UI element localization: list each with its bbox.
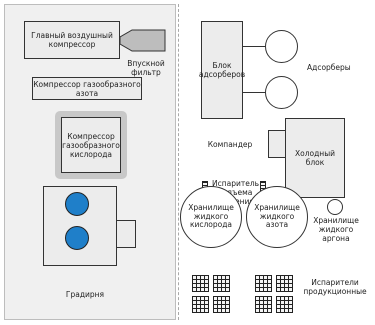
- liquid-argon-storage-tank: [327, 199, 343, 215]
- vaporizer-icon: [213, 296, 230, 313]
- vaporizer-icon: [255, 275, 272, 292]
- adsorber-vessel-1: [265, 30, 298, 63]
- vaporizer-icon: [276, 275, 293, 292]
- nitrogen-compressor-label: Компрессор газообразного азота: [33, 79, 141, 98]
- main-air-compressor-label: Главный воздушный компрессор: [31, 31, 113, 49]
- cooling-tower-annex: [116, 220, 136, 248]
- vaporizer-icon: [255, 296, 272, 313]
- adsorber-connector: [242, 92, 266, 93]
- nitrogen-compressor: Компрессор газообразного азота: [32, 77, 142, 100]
- compander-unit: [268, 130, 286, 158]
- vaporizer-icon: [192, 296, 209, 313]
- cold-box: Холодный блок: [285, 118, 345, 198]
- liquid-argon-storage-label: Хранилище жидкого аргона: [313, 216, 359, 243]
- area-divider: [178, 4, 179, 320]
- adsorber-connector: [242, 46, 266, 47]
- adsorber-block-label: Блок адсорберов: [198, 61, 246, 79]
- liquid-nitrogen-storage-tank: Хранилище жидкого азота: [246, 186, 308, 248]
- adsorbers-label: Адсорберы: [307, 63, 351, 72]
- vaporizer-icon: [276, 296, 293, 313]
- intake-filter-icon: [120, 29, 166, 52]
- adsorber-block: Блок адсорберов: [198, 21, 246, 119]
- intake-filter-label: Впускной фильтр: [127, 59, 165, 77]
- oxygen-compressor: Компрессор газообразного кислорода: [61, 117, 121, 173]
- adsorber-vessel-2: [265, 76, 298, 109]
- liquid-oxygen-storage-tank: Хранилище жидкого кислорода: [180, 186, 242, 248]
- main-air-compressor: Главный воздушный компрессор: [24, 21, 120, 59]
- vaporizer-icon: [213, 275, 230, 292]
- cooling-tower-label: Градирня: [65, 290, 105, 299]
- cooling-fan-icon: [65, 192, 89, 216]
- cold-box-label: Холодный блок: [295, 149, 335, 167]
- oxygen-compressor-label: Компрессор газообразного кислорода: [62, 131, 120, 159]
- compander-label: Компандер: [207, 140, 253, 149]
- production-vaporizers-label: Испарители продукционные: [303, 278, 367, 296]
- liquid-nitrogen-storage-label: Хранилище жидкого азота: [254, 203, 300, 230]
- liquid-oxygen-storage-label: Хранилище жидкого кислорода: [188, 203, 234, 230]
- vaporizer-icon: [192, 275, 209, 292]
- cooling-fan-icon: [65, 226, 89, 250]
